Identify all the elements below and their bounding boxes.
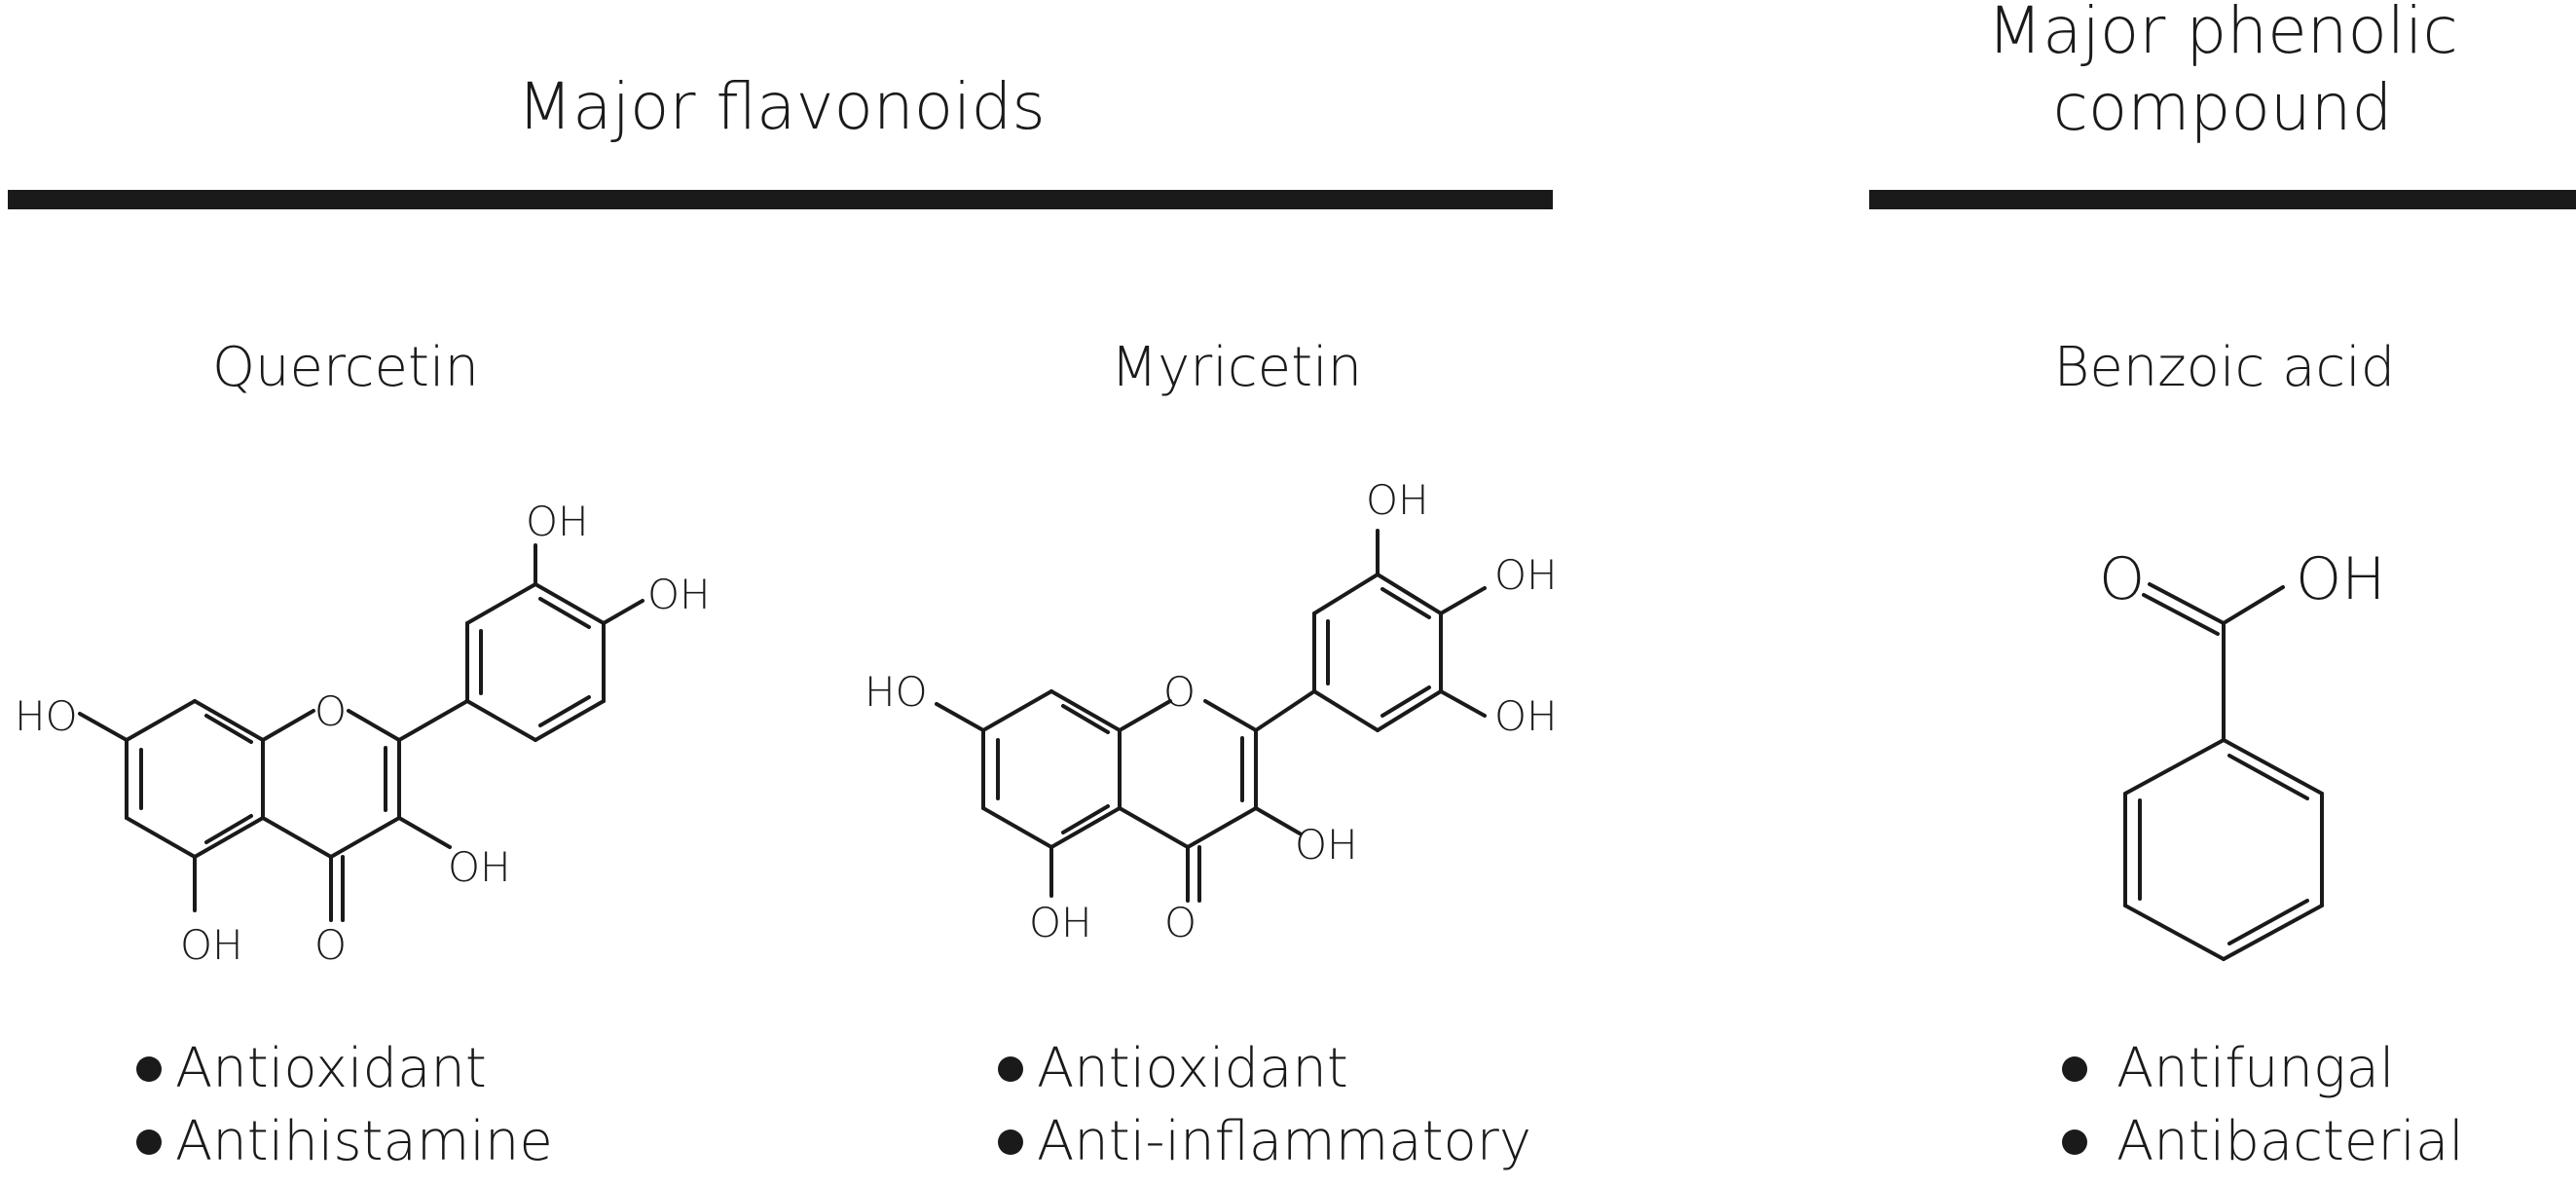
quercetin-label-o-carbonyl: O [314, 921, 347, 969]
benzoic-label-o-carbonyl: O [2099, 545, 2145, 613]
list-item: Antihistamine [136, 1105, 553, 1178]
header-phenolic-line2: compound [2052, 70, 2393, 146]
myricetin-label-o-ring: O [1163, 668, 1196, 716]
myricetin-label-oh-top: OH [1366, 476, 1429, 524]
myricetin-label-ho-left: HO [865, 668, 928, 716]
compound-name-quercetin: Quercetin [211, 336, 480, 399]
benzoic-acid-properties: Antifungal Antibacterial [2062, 1032, 2464, 1178]
quercetin-label-oh-right: OH [647, 571, 711, 618]
bullet-icon [136, 1129, 162, 1155]
myricetin-label-oh-bottom: OH [1494, 692, 1558, 740]
list-item: Antioxidant [136, 1032, 553, 1105]
list-item: Antibacterial [2062, 1105, 2464, 1178]
quercetin-label-o-ring: O [314, 687, 347, 735]
compound-name-myricetin: Myricetin [1110, 336, 1363, 399]
quercetin-label-ho-left: HO [15, 692, 78, 740]
bullet-icon [2062, 1129, 2087, 1155]
header-major-phenolic-compound: Major phenolic compound [1869, 0, 2576, 146]
myricetin-label-oh-c3: OH [1295, 821, 1358, 869]
list-item: Antioxidant [998, 1032, 1531, 1105]
quercetin-label-oh-c3: OH [448, 843, 511, 891]
myricetin-label-o-carbonyl: O [1164, 899, 1196, 946]
bullet-icon [998, 1129, 1023, 1155]
myricetin-label-oh-mid: OH [1494, 551, 1558, 599]
quercetin-label-oh-top: OH [526, 498, 589, 545]
bullet-icon [2062, 1055, 2087, 1082]
quercetin-label-oh-c5: OH [180, 921, 243, 969]
compound-name-benzoic-acid: Benzoic acid [2053, 336, 2396, 399]
benzoic-label-oh: OH [2296, 545, 2385, 613]
benzoic-acid-structure: O OH [2099, 545, 2385, 961]
list-item: Antifungal [2062, 1032, 2464, 1105]
myricetin-label-oh-c5: OH [1029, 899, 1092, 946]
list-item: Anti-inflammatory [998, 1105, 1531, 1178]
myricetin-properties: Antioxidant Anti-inflammatory [998, 1032, 1531, 1178]
section-divider-flavonoids [8, 190, 1553, 209]
bullet-icon [136, 1055, 162, 1082]
section-divider-phenolic [1869, 190, 2576, 209]
header-major-flavonoids: Major flavonoids [517, 69, 1046, 144]
quercetin-properties: Antioxidant Antihistamine [136, 1032, 553, 1178]
header-phenolic-line1: Major phenolic [1987, 0, 2458, 68]
quercetin-structure: OH OH HO O OH OH O [15, 498, 711, 969]
myricetin-structure: OH OH OH HO O OH OH O [865, 476, 1558, 946]
bullet-icon [998, 1055, 1023, 1082]
